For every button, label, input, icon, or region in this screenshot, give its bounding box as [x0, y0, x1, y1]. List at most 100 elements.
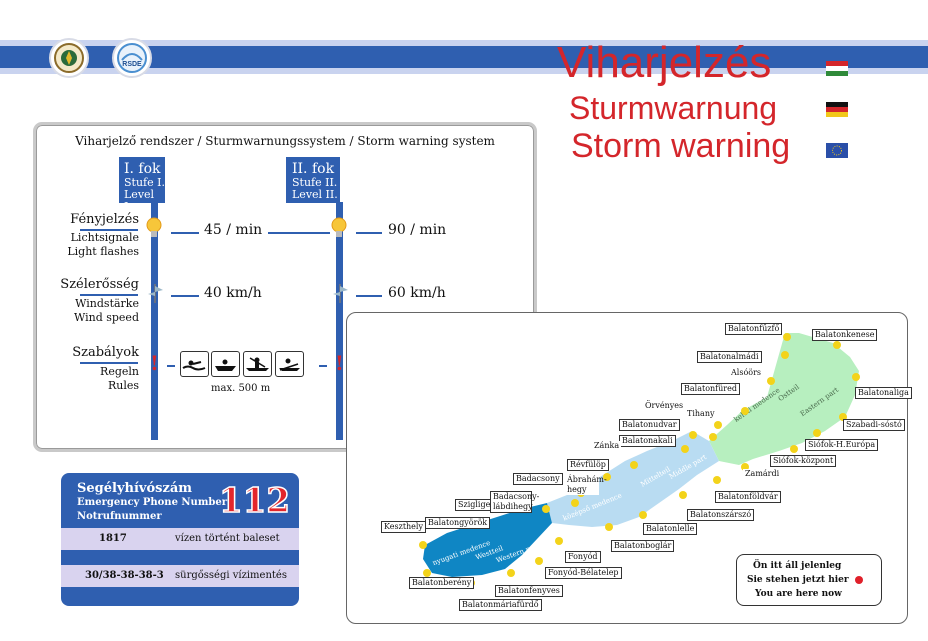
harbor-pin[interactable] — [681, 445, 689, 453]
place-label[interactable]: Fonyód-Bélatelep — [545, 567, 622, 579]
kayak-icon — [243, 351, 272, 377]
place-label[interactable]: Zánka — [592, 441, 622, 451]
harbor-pin[interactable] — [571, 499, 579, 507]
swimmer-icon — [180, 351, 209, 377]
emergency-description: vízen történt baleset — [175, 533, 280, 544]
harbor-pin[interactable] — [555, 537, 563, 545]
wind-label-en: Wind speed — [73, 311, 139, 324]
place-label[interactable]: Balatonmáriafürdő — [459, 599, 542, 611]
place-label[interactable]: Balatonszárszó — [687, 509, 755, 521]
harbor-pin[interactable] — [790, 445, 798, 453]
rules-label-en: Rules — [107, 379, 139, 392]
harbor-pin[interactable] — [714, 421, 722, 429]
harbor-pin[interactable] — [741, 463, 749, 471]
you-are-here-legend: Ön itt áll jelenleg Sie stehen jetzt hie… — [736, 554, 882, 606]
light-bulb-icon — [331, 217, 347, 237]
place-label[interactable]: Balatonlelle — [643, 523, 698, 535]
light-underline — [80, 229, 138, 231]
connector-line — [356, 232, 382, 234]
emergency-title-de: Notrufnummer — [77, 511, 162, 522]
connector-line — [171, 295, 199, 297]
distance-limit: max. 500 m — [211, 383, 271, 394]
rowboat-icon — [275, 351, 304, 377]
place-label[interactable]: Balatonföldvár — [715, 491, 781, 503]
emergency-title-hu: Segélyhívószám — [77, 481, 193, 496]
wind-label-de: Windstärke — [75, 297, 139, 310]
place-label[interactable]: Siófok-H.Európa — [805, 439, 879, 451]
place-label[interactable]: Balatonalmádi — [697, 351, 762, 363]
flag-germany-icon — [826, 102, 848, 117]
harbor-pin[interactable] — [679, 491, 687, 499]
rules-label-de: Regeln — [100, 365, 139, 378]
place-label[interactable]: Alsóörs — [729, 368, 764, 378]
rules-underline — [80, 362, 138, 364]
place-label[interactable]: Szigliget — [455, 499, 497, 511]
emergency-row: 30/38-38-38-3 sürgősségi vízimentés — [61, 565, 299, 587]
level1-badge: I. fok Stufe I. Level I. — [119, 157, 165, 213]
place-label[interactable]: Keszthely — [381, 521, 426, 533]
title-english: Storm warning — [571, 127, 791, 165]
wind-underline — [80, 294, 138, 296]
place-label[interactable]: Zamárdi — [743, 469, 782, 479]
harbor-pin[interactable] — [839, 413, 847, 421]
place-label[interactable]: Örvényes — [643, 401, 686, 411]
harbor-pin[interactable] — [423, 569, 431, 577]
place-label[interactable]: Balatonberény — [409, 577, 475, 589]
panel-heading: Viharjelző rendszer / Sturmwarnungssyste… — [75, 134, 495, 148]
boat-icon — [211, 351, 240, 377]
place-label[interactable]: Balatonudvar — [619, 419, 680, 431]
harbor-pin[interactable] — [689, 431, 697, 439]
harbor-pin[interactable] — [741, 407, 749, 415]
place-label[interactable]: Fonyód — [565, 551, 601, 563]
harbor-pin[interactable] — [419, 541, 427, 549]
harbor-pin[interactable] — [605, 523, 613, 531]
place-label[interactable]: Balatonakali — [619, 435, 676, 447]
harbor-pin[interactable] — [833, 341, 841, 349]
rules-label-hu: Szabályok — [72, 345, 139, 360]
harbor-pin[interactable] — [709, 433, 717, 441]
harbor-pin[interactable] — [630, 461, 638, 469]
place-label[interactable]: Balatonfenyves — [495, 585, 563, 597]
harbor-pin[interactable] — [852, 373, 860, 381]
place-label[interactable]: Balatonfüred — [681, 383, 740, 395]
level2-badge: II. fok Stufe II. Level II. — [286, 157, 340, 203]
place-label[interactable]: Ábrahám-hegy — [565, 475, 607, 495]
level2-pole — [336, 202, 343, 440]
harbor-pin[interactable] — [603, 473, 611, 481]
place-label[interactable]: Balatongyörök — [425, 517, 491, 529]
emergency-phone[interactable]: 30/38-38-38-3 — [85, 570, 164, 581]
harbor-pin[interactable] — [781, 351, 789, 359]
emergency-number-box: Segélyhívószám Emergency Phone Number No… — [61, 473, 299, 606]
harbor-pin[interactable] — [639, 511, 647, 519]
fire-service-logo-icon — [49, 38, 89, 78]
harbor-pin[interactable] — [783, 333, 791, 341]
place-label[interactable]: Balatonfűzfő — [725, 323, 783, 335]
place-label[interactable]: Siófok-központ — [770, 455, 837, 467]
connector-dash — [319, 365, 327, 367]
place-label[interactable]: Badacsony-lábdihegy — [490, 491, 539, 513]
place-label[interactable]: Tihany — [685, 409, 717, 419]
connector-line — [171, 232, 199, 234]
harbor-pin[interactable] — [767, 377, 775, 385]
harbor-pin[interactable] — [535, 557, 543, 565]
harbor-pin[interactable] — [507, 569, 515, 577]
place-label[interactable]: Balatonboglár — [611, 540, 675, 552]
wind-vane-icon — [148, 284, 163, 303]
harbor-pin[interactable] — [713, 476, 721, 484]
flag-hungary-icon — [826, 61, 848, 76]
lake-shape — [423, 333, 859, 577]
light-rate-level1: 45 / min — [204, 222, 263, 238]
harbor-pin[interactable] — [542, 505, 550, 513]
connector-dash — [167, 365, 175, 367]
wind-speed-level1: 40 km/h — [204, 285, 262, 301]
place-label[interactable]: Révfülöp — [567, 459, 609, 471]
place-label[interactable]: Szabadi-sóstó — [843, 419, 905, 431]
harbor-pin[interactable] — [813, 429, 821, 437]
place-label[interactable]: Balatonaliga — [855, 387, 912, 399]
place-label[interactable]: Badacsony — [513, 473, 563, 485]
wind-speed-level2: 60 km/h — [388, 285, 446, 301]
light-bulb-icon — [146, 217, 162, 237]
emergency-phone[interactable]: 1817 — [99, 533, 127, 544]
place-label[interactable]: Balatonkenese — [812, 329, 878, 341]
emergency-number[interactable]: 112 — [218, 481, 290, 521]
